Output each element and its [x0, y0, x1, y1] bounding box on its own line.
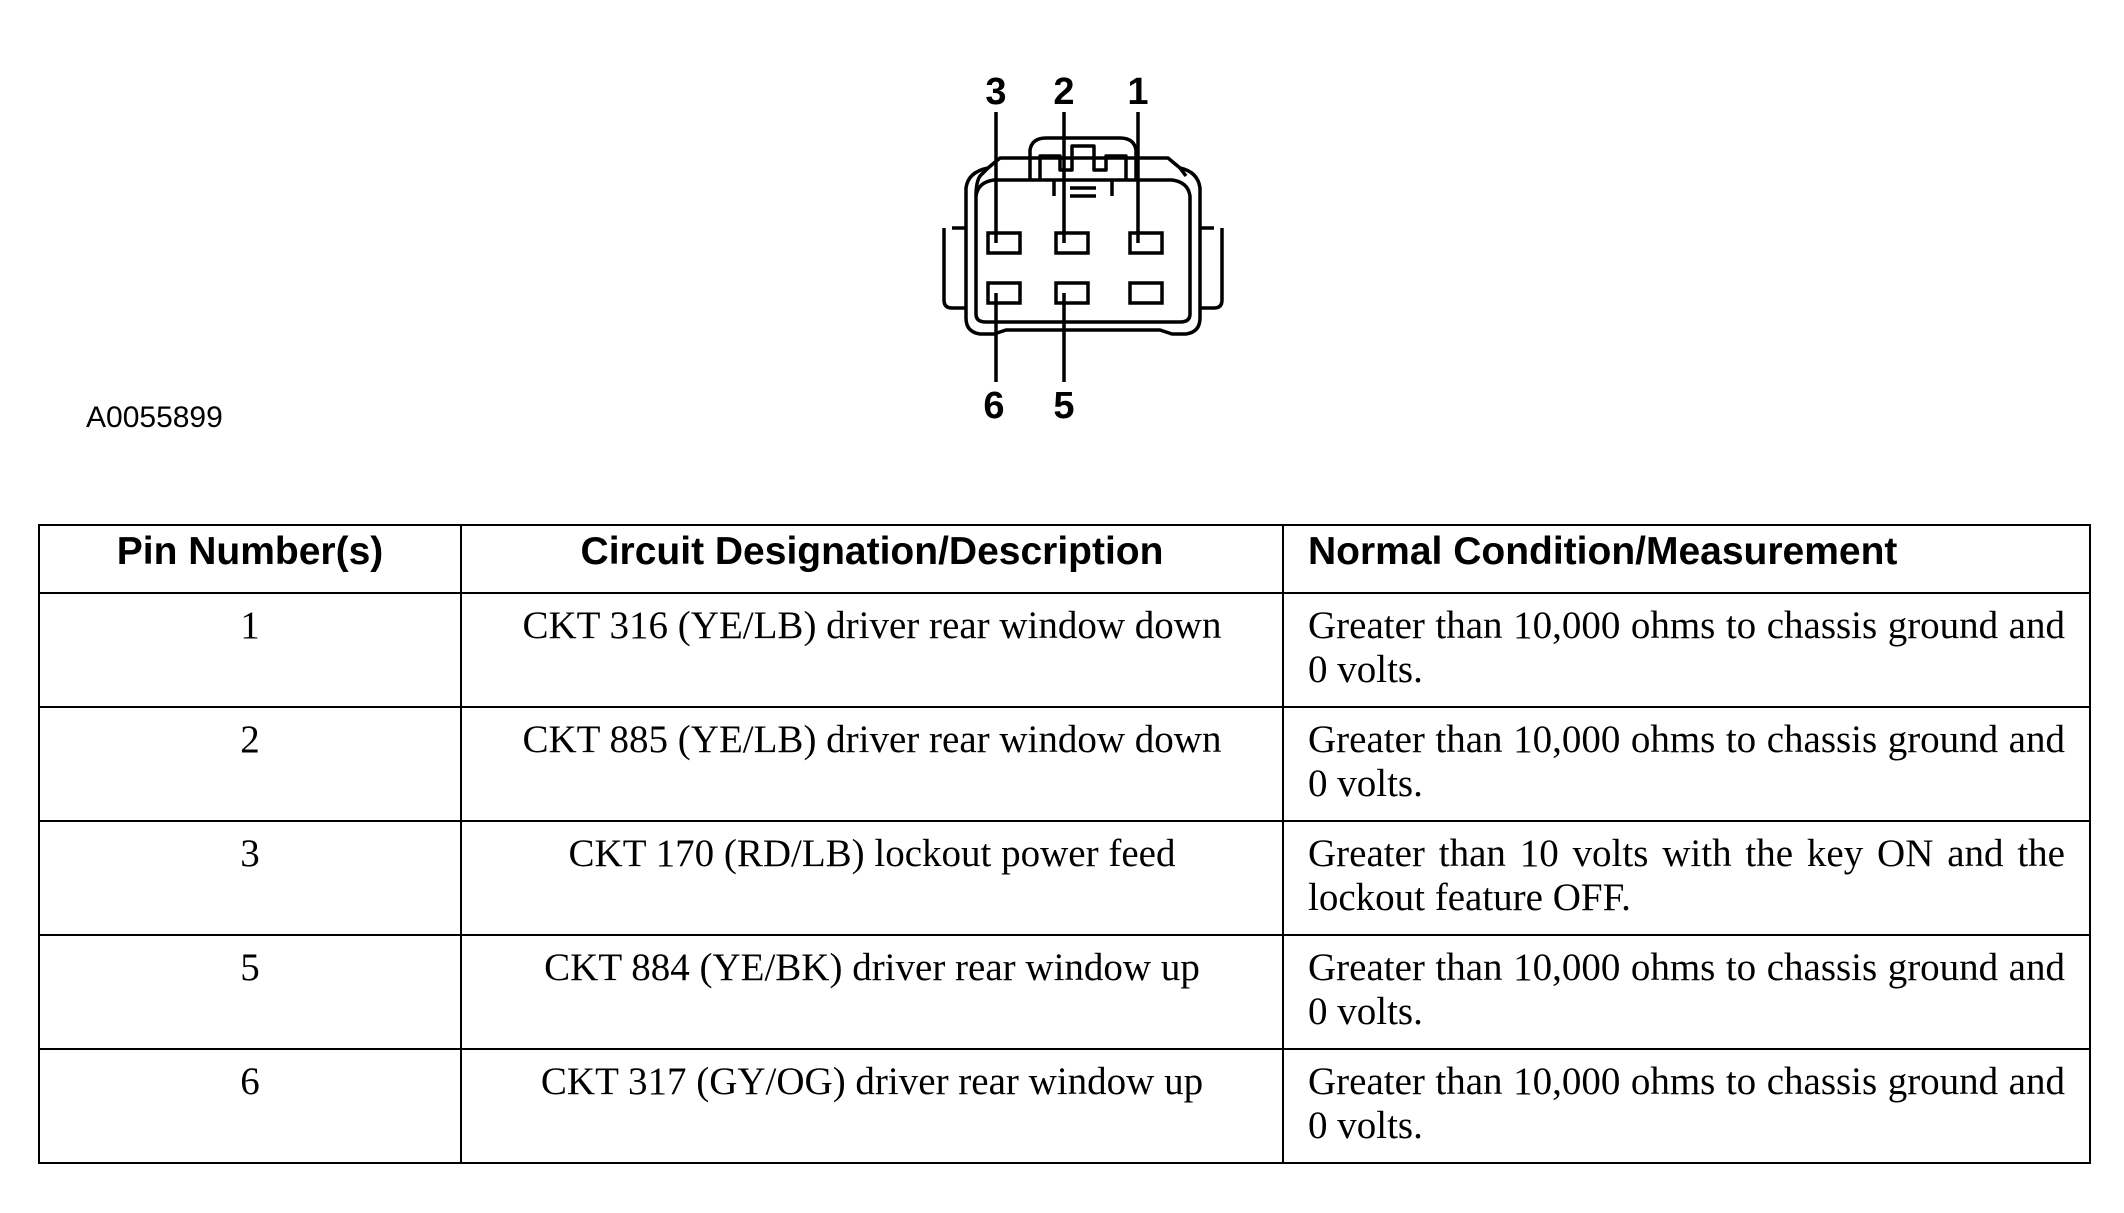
header-pin-number: Pin Number(s)	[38, 524, 462, 594]
cell-pin: 3	[38, 820, 462, 936]
cell-measurement: Greater than 10,000 ohms to chassis grou…	[1282, 592, 2091, 708]
cell-pin: 5	[38, 934, 462, 1050]
header-circuit: Circuit Designation/Description	[460, 524, 1284, 594]
pin-label-3: 3	[985, 71, 1006, 113]
cell-circuit: CKT 170 (RD/LB) lockout power feed	[460, 820, 1284, 936]
table-row: 5 CKT 884 (YE/BK) driver rear window up …	[38, 934, 2091, 1050]
cell-circuit: CKT 884 (YE/BK) driver rear window up	[460, 934, 1284, 1050]
cell-circuit: CKT 885 (YE/LB) driver rear window down	[460, 706, 1284, 822]
cell-measurement: Greater than 10,000 ohms to chassis grou…	[1282, 1048, 2091, 1164]
header-measurement: Normal Condition/Measurement	[1282, 524, 2091, 594]
pin-label-1: 1	[1127, 71, 1148, 113]
cell-measurement: Greater than 10 volts with the key ON an…	[1282, 820, 2091, 936]
cell-pin: 6	[38, 1048, 462, 1164]
terminal-cavities	[986, 231, 1164, 305]
cell-pin: 1	[38, 592, 462, 708]
cell-measurement: Greater than 10,000 ohms to chassis grou…	[1282, 934, 2091, 1050]
table-row: 2 CKT 885 (YE/LB) driver rear window dow…	[38, 706, 2091, 822]
table-row: 6 CKT 317 (GY/OG) driver rear window up …	[38, 1048, 2091, 1164]
cavity-pin-1	[1128, 231, 1164, 255]
cavity-pin-3	[986, 231, 1022, 255]
cavity-pin-4-empty	[1128, 281, 1164, 305]
table-row: 1 CKT 316 (YE/LB) driver rear window dow…	[38, 592, 2091, 708]
cell-measurement: Greater than 10,000 ohms to chassis grou…	[1282, 706, 2091, 822]
table-row: 3 CKT 170 (RD/LB) lockout power feed Gre…	[38, 820, 2091, 936]
leader-lines	[994, 112, 1140, 382]
pin-label-2: 2	[1053, 71, 1074, 113]
cavity-pin-2	[1054, 231, 1090, 255]
cell-pin: 2	[38, 706, 462, 822]
pin-label-5: 5	[1053, 385, 1074, 427]
cavity-pin-5	[1054, 281, 1090, 305]
pin-table: Pin Number(s) Circuit Designation/Descri…	[38, 524, 2091, 1164]
pin-label-6: 6	[983, 385, 1004, 427]
cavity-pin-6	[986, 281, 1022, 305]
figure-id: A0055899	[86, 401, 223, 434]
connector-body	[942, 136, 1224, 336]
table-header-row: Pin Number(s) Circuit Designation/Descri…	[38, 524, 2091, 594]
cell-circuit: CKT 317 (GY/OG) driver rear window up	[460, 1048, 1284, 1164]
cell-circuit: CKT 316 (YE/LB) driver rear window down	[460, 592, 1284, 708]
connector-diagram: 3 2 1 6 5 A0055899	[86, 71, 1224, 434]
